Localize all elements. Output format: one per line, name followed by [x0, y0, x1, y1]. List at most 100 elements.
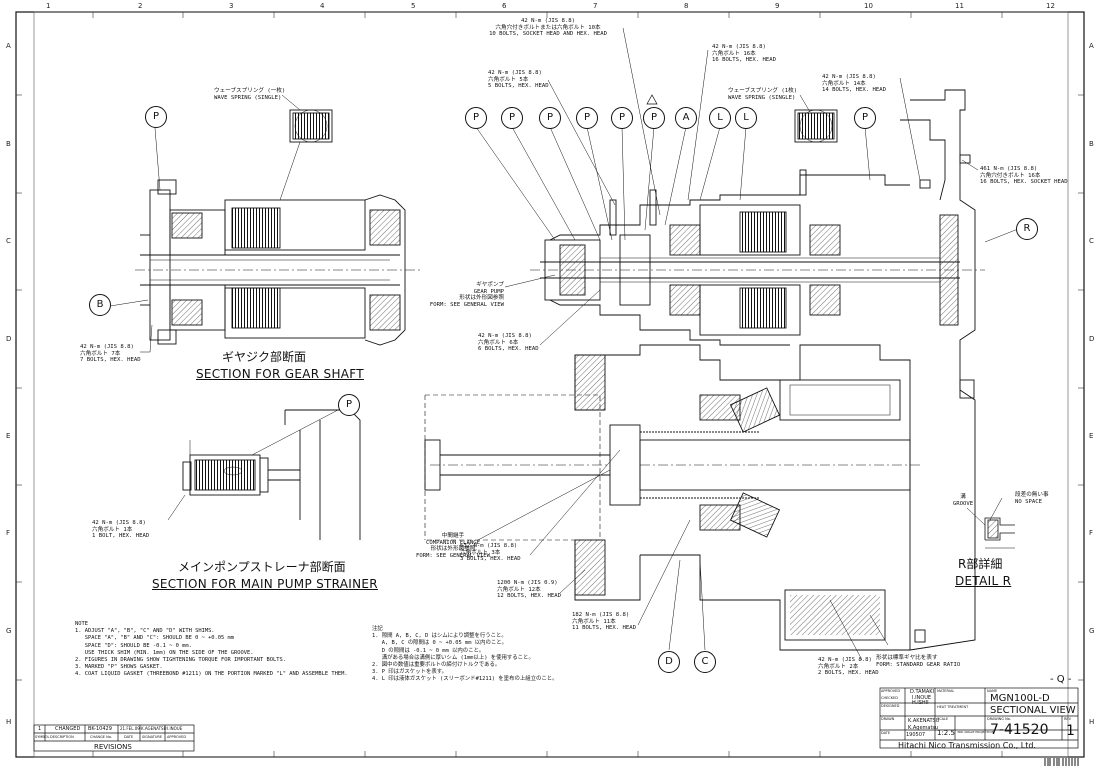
callout-wave-spring-gear: ウェーブスプリング (一枚) WAVE SPRING (SINGLE): [214, 88, 286, 101]
marker-d: D: [658, 651, 680, 673]
revisions-title: REVISIONS: [94, 743, 132, 751]
grid-col-6: 6: [502, 2, 507, 10]
marker-p-5: P: [611, 107, 633, 129]
strainer-title-jp: メインポンプストレーナ部断面: [178, 560, 346, 574]
callout-6-bolts: 42 N-m (JIS 8.8) 六角ボルト 6本 6 BOLTS, HEX. …: [478, 333, 539, 353]
callout-12-bolts: 1200 N-m (JIS 0.9) 六角ボルト 12本 12 BOLTS, H…: [497, 580, 561, 600]
notes-english: NOTE 1. ADJUST "A", "B", "C" AND "D" WIT…: [75, 621, 348, 678]
label-name: NAME: [987, 689, 998, 693]
name-3: H.ISHII: [912, 700, 929, 706]
model-name: MGN100L-D: [990, 693, 1050, 704]
grid-col-3: 3: [229, 2, 234, 10]
marker-p-4: P: [576, 107, 598, 129]
callout-wave-spring-main: ウェーブスプリング (1枚) WAVE SPRING (SINGLE): [728, 88, 798, 101]
grid-row-g: G: [6, 627, 12, 635]
label-approved: APPROVED: [881, 689, 901, 693]
name-4: K.AKENATSU: [908, 718, 940, 724]
rev-header-approved: APPROVED: [167, 735, 187, 739]
grid-row-f: F: [6, 529, 11, 537]
label-scale: SCALE: [937, 717, 949, 721]
drawing-title: SECTIONAL VIEW: [990, 705, 1076, 716]
marker-l-1: L: [709, 107, 731, 129]
callout-1-bolt: 42 N-m (JIS 8.8) 六角ボルト 1本 1 BOLT, HEX. H…: [92, 520, 150, 540]
callout-16-bolts: 42 N-m (JIS 8.8) 六角ボルト 16本 16 BOLTS, HEX…: [712, 44, 776, 64]
grid-col-10: 10: [864, 2, 873, 10]
marker-p-3: P: [539, 107, 561, 129]
grid-col-5: 5: [411, 2, 416, 10]
marker-l-2: L: [735, 107, 757, 129]
callout-groove: 溝 GROOVE: [952, 494, 974, 507]
callout-companion-flange: 中間継手 COMPANION FLANGE 形状は外形図参照 FORM: SEE…: [415, 533, 491, 559]
grid-row-f-right: F: [1089, 529, 1094, 537]
rev-signature: K.AGENATSU: [141, 726, 167, 731]
callout-5-bolts: 42 N-m (JIS 8.8) 六角ボルト 5本 5 BOLTS, HEX. …: [488, 70, 549, 90]
callout-3-bolts: 632 N-m (JIS 8.8) 六角ボルト 3本 3 BOLTS, HEX.…: [460, 543, 521, 563]
drawing-number: 7-41520: [990, 722, 1049, 738]
rev-description: CHANGED: [55, 726, 81, 732]
callout-socket-bolts: 461 N-m (JIS 8.8) 六角穴付きボルト 16本 16 BOLTS,…: [980, 166, 1068, 186]
callout-14-bolts: 42 N-m (JIS 8.8) 六角ボルト 14本 14 BOLTS, HEX…: [822, 74, 886, 94]
sheet-tag: - Q -: [1050, 674, 1072, 685]
callout-gear-pump: ギヤポンプ GEAR PUMP 形状は外形図参照 FORM: SEE GENER…: [429, 282, 504, 308]
rev-approved: I.INOUE: [167, 726, 183, 731]
label-material: MATERIAL: [937, 689, 955, 693]
grid-row-c: C: [6, 237, 11, 245]
callout-10-bolts: 42 N-m (JIS 8.8) 六角穴付きボルトまたは六角ボルト 10本 10…: [489, 18, 607, 38]
rev-header-description: DESCRIPTION: [50, 735, 74, 739]
label-designed: DESIGNED: [881, 704, 900, 708]
name-5: K.Agematsu: [908, 725, 939, 731]
grid-row-b-right: B: [1089, 140, 1094, 148]
rev-header-signature: SIGNATURE: [142, 735, 163, 739]
marker-gear-b: B: [89, 294, 111, 316]
grid-row-g-right: G: [1089, 627, 1095, 635]
marker-p-1: P: [465, 107, 487, 129]
grid-row-h-right: H: [1089, 718, 1095, 726]
grid-row-d-right: D: [1089, 335, 1095, 343]
callout-2-bolts: 42 N-m (JIS 8.8) 六角ボルト 2本 2 BOLTS, HEX. …: [818, 657, 879, 677]
name-2: I.INOUE: [912, 695, 932, 701]
grid-row-a-right: A: [1089, 42, 1094, 50]
company-name: Hitachi Nico Transmission Co., Ltd.: [898, 741, 1036, 750]
grid-col-9: 9: [775, 2, 780, 10]
grid-col-1: 1: [46, 2, 51, 10]
rev-symbol: 1: [38, 726, 42, 732]
grid-col-8: 8: [684, 2, 689, 10]
grid-row-b: B: [6, 140, 11, 148]
grid-row-e: E: [6, 432, 11, 440]
gear-shaft-title-jp: ギヤジク部断面: [222, 350, 307, 364]
scale-value: 1:2.5: [937, 729, 955, 737]
detail-r-title: DETAIL R: [955, 574, 1012, 588]
rev-header-symbol: SYMBOL: [35, 735, 50, 739]
sheet-number: 1: [1066, 723, 1075, 739]
grid-row-d: D: [6, 335, 12, 343]
marker-c: C: [694, 651, 716, 673]
name-1: D.TAMAKI: [910, 689, 935, 695]
marker-gear-p: P: [145, 106, 167, 128]
gear-shaft-title: SECTION FOR GEAR SHAFT: [196, 367, 364, 381]
grid-row-h: H: [6, 718, 12, 726]
marker-p-2: P: [501, 107, 523, 129]
marker-p-7: P: [854, 107, 876, 129]
callout-7-bolts: 42 N-m (JIS 8.8) 六角ボルト 7本 7 BOLTS, HEX. …: [80, 344, 141, 364]
label-drawing-no: DRAWING No.: [987, 717, 1011, 721]
label-heat-treatment: HEAT TREATMENT: [937, 705, 969, 709]
marker-p-6: P: [643, 107, 665, 129]
grid-row-c-right: C: [1089, 237, 1094, 245]
marker-r: R: [1016, 218, 1038, 240]
label-checked: CHECKED: [881, 696, 898, 700]
callout-11-bolts: 182 N-m (JIS 8.8) 六角ボルト 11本 11 BOLTS, HE…: [572, 612, 636, 632]
label-projection: 3RD ANGLE PROJECTION: [957, 730, 994, 734]
callout-no-space: 段差の無い事 NO SPACE: [1015, 492, 1049, 505]
grid-row-a: A: [6, 42, 11, 50]
marker-strainer-p: P: [338, 394, 360, 416]
grid-col-7: 7: [593, 2, 598, 10]
label-date: DATE: [881, 731, 891, 735]
callout-standard-gear-ratio: 形状は標準ギヤ比を表す FORM: STANDARD GEAR RATIO: [876, 655, 961, 668]
label-drawn: DRAWN: [881, 717, 895, 721]
rev-header-date: DATE: [124, 735, 134, 739]
rev-change-no: BK-10429: [88, 726, 112, 732]
grid-row-e-right: E: [1089, 432, 1094, 440]
date-value: 190507: [906, 732, 926, 738]
